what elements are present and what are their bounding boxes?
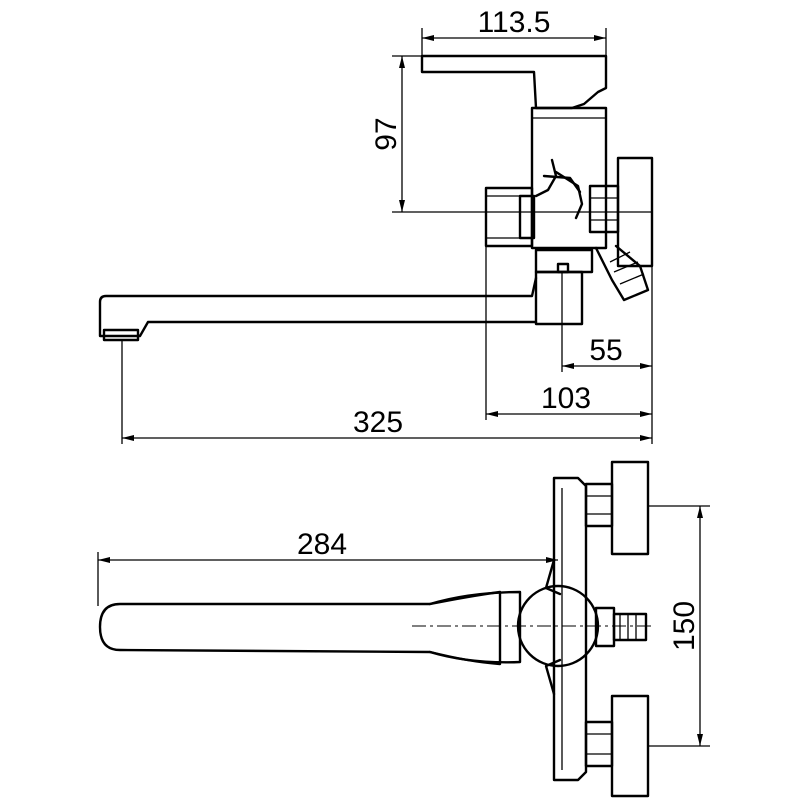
dim-label-150: 150 — [668, 601, 701, 651]
dim-103: 103 — [485, 246, 653, 444]
side-spout-collar — [534, 248, 594, 326]
top-lever — [428, 590, 522, 664]
dim-113-5: 113.5 — [421, 6, 607, 56]
dim-label-284: 284 — [297, 528, 347, 561]
dim-label-103: 103 — [541, 382, 591, 415]
side-hex-nut — [588, 184, 620, 234]
top-body-plate — [552, 476, 588, 782]
top-upper-connection — [584, 460, 650, 556]
side-hose-connector — [594, 244, 650, 302]
side-view: 113.5 97 55 103 — [98, 6, 654, 444]
side-spout — [98, 276, 538, 342]
side-lever-handle — [420, 54, 608, 110]
dim-55: 55 — [561, 266, 653, 372]
top-lower-connection — [584, 694, 650, 798]
dim-284: 284 — [97, 528, 558, 606]
dim-97: 97 — [370, 55, 652, 213]
side-mixer-body — [530, 106, 608, 250]
top-hose-connector — [594, 606, 648, 648]
dim-label-325: 325 — [353, 406, 403, 439]
top-lower-collar — [544, 658, 562, 696]
dim-150: 150 — [648, 505, 710, 747]
dim-label-97: 97 — [370, 117, 403, 150]
top-view: 284 150 — [97, 460, 710, 798]
dim-label-55: 55 — [589, 334, 622, 367]
side-wall-flange — [484, 186, 536, 248]
dim-325: 325 — [121, 340, 652, 444]
dim-label-113-5: 113.5 — [478, 6, 551, 39]
top-spout — [98, 590, 502, 666]
